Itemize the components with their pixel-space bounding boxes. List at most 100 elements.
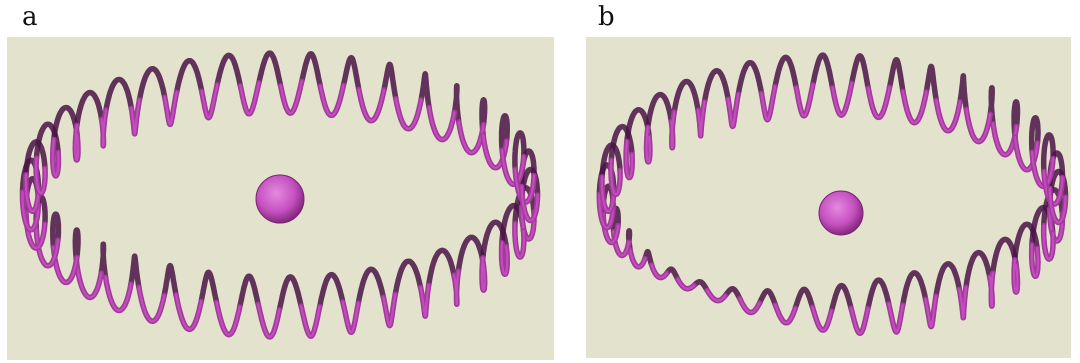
helix-strand-highlight	[520, 205, 536, 241]
helix-strand-back	[756, 288, 779, 308]
helix-strand-back	[480, 219, 509, 261]
helix-strand-highlight	[795, 83, 814, 117]
helix-strand-back	[198, 269, 220, 306]
helix-strand-highlight	[257, 303, 281, 338]
helix-strand-highlight	[867, 86, 891, 119]
helix-strand-back	[173, 57, 205, 96]
panel-label-a: a	[22, 2, 38, 32]
helix-strand-highlight	[1048, 207, 1064, 243]
helix-strand-back	[455, 234, 486, 274]
helix-strand-back	[963, 249, 993, 291]
helix-strand-back	[103, 76, 135, 113]
helix-strand-highlight	[357, 88, 386, 122]
helix-strand-back	[772, 54, 800, 91]
helix-ring-front	[596, 80, 1069, 336]
helix-strand-highlight	[811, 306, 833, 332]
helix-strand-highlight	[341, 300, 360, 334]
panel-label-b: b	[598, 2, 615, 32]
helix-strand-highlight	[130, 98, 141, 135]
helix-strand-back	[989, 236, 1019, 276]
helix-strand-highlight	[239, 81, 260, 115]
central-sphere	[255, 174, 305, 224]
helix-strand-highlight	[650, 264, 668, 279]
helix-strand-highlight	[279, 80, 303, 115]
helix-strand-back	[392, 258, 424, 298]
helix-strand-highlight	[480, 256, 486, 292]
helix-strand-highlight	[35, 157, 47, 195]
helix-strand-back	[51, 104, 80, 143]
helix-strand-highlight	[727, 93, 740, 128]
helix-strand-highlight	[988, 272, 994, 308]
helix-strand-highlight	[500, 241, 509, 276]
helix-strand-back	[214, 52, 244, 89]
helix-strand-highlight	[958, 286, 968, 319]
helix-strand-highlight	[200, 83, 219, 119]
helix-strand-back	[299, 51, 324, 89]
helix-strand-highlight	[520, 185, 539, 222]
helix-ring-front	[19, 78, 541, 340]
helix-strand-back	[355, 266, 387, 307]
helix-strand-back	[50, 211, 62, 251]
helix-strand-highlight	[738, 297, 761, 314]
helix-strand-highlight	[21, 190, 40, 231]
helix-strand-highlight	[706, 289, 727, 302]
helix-strand-highlight	[174, 293, 203, 331]
helix-strand-highlight	[935, 99, 962, 132]
helix-strand-back	[810, 52, 836, 91]
helix-strand-back	[1028, 114, 1041, 155]
helix-strand-highlight	[629, 248, 647, 268]
helix-strand-highlight	[513, 222, 525, 259]
helix-strand-highlight	[1048, 187, 1067, 224]
helix-strand-highlight	[319, 84, 345, 117]
helix-strand-highlight	[1042, 224, 1055, 261]
helix-ring-back	[596, 52, 1069, 314]
helix-strand-back	[425, 247, 457, 289]
helix-strand-back	[933, 261, 963, 299]
helix-strand-highlight	[670, 110, 676, 149]
helix-strand-highlight	[24, 173, 40, 213]
helix-strand-highlight	[1030, 243, 1040, 278]
helix-strand-highlight	[428, 106, 456, 141]
helix-strand-highlight	[625, 140, 634, 179]
helix-strand-highlight	[600, 175, 615, 213]
panel-a-canvas	[7, 37, 554, 360]
helix-strand-back	[722, 286, 743, 302]
helix-strand-highlight	[100, 108, 108, 147]
helix-strand-back	[256, 50, 284, 89]
helix-strand-back	[642, 248, 655, 268]
helix-strand-back	[701, 68, 731, 105]
helix-strand-highlight	[598, 193, 615, 229]
helix-strand-highlight	[760, 85, 777, 121]
helix-strand-back	[136, 66, 168, 103]
helix-strand-highlight	[501, 149, 525, 186]
helix-strand-back	[735, 59, 765, 98]
panel-b-canvas	[586, 37, 1071, 358]
helix-strand-highlight	[137, 286, 166, 323]
helix-strand-back	[957, 73, 970, 113]
helix-strand-back	[899, 270, 929, 308]
helix-strand-highlight	[831, 82, 853, 117]
helix-strand-highlight	[1013, 258, 1019, 294]
helix-strand-back	[72, 227, 81, 265]
helix-strand-back	[848, 53, 872, 91]
helix-strand-highlight	[419, 284, 430, 318]
helix-strand-highlight	[965, 108, 992, 143]
helix-strand-highlight	[452, 270, 460, 306]
helix-strand-back	[1011, 99, 1021, 140]
helix-strand-back	[161, 262, 179, 299]
helix-strand-highlight	[901, 90, 928, 124]
helix-strand-back	[691, 279, 710, 294]
helix-strand-back	[1040, 132, 1056, 175]
helix-strand-back	[645, 91, 675, 131]
helix-strand-back	[479, 97, 488, 138]
helix-strand-highlight	[924, 295, 938, 328]
helix-strand-back	[865, 277, 892, 312]
helix-strand-back	[987, 84, 996, 127]
helix-strand-back	[663, 266, 681, 283]
helix-strand-back	[381, 61, 399, 102]
helix-strand-highlight	[51, 138, 60, 177]
panel-b	[586, 37, 1071, 358]
helix-strand-highlight	[609, 159, 622, 196]
helix-strand-back	[418, 71, 432, 111]
helix-strand-back	[923, 63, 940, 104]
